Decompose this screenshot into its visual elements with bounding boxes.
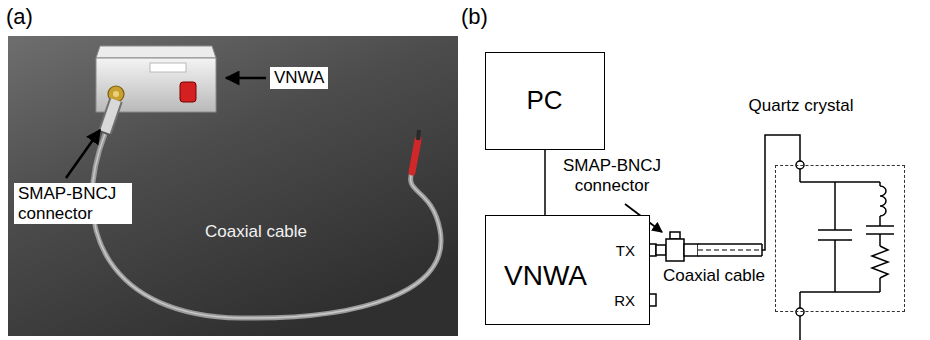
connector-symbol: [670, 232, 680, 239]
box-title: PC: [526, 86, 562, 116]
wire: [879, 216, 881, 226]
capacitor-symbol: [818, 229, 852, 231]
connector-symbol: [684, 244, 698, 256]
wire: [800, 181, 880, 183]
callout-label: SMAP-BNCJ connector: [14, 183, 132, 224]
bnc-adapter: [105, 100, 116, 132]
vnwa-housing-top: [96, 46, 216, 58]
wire: [800, 291, 880, 293]
cable-tip: [418, 130, 419, 140]
panel-label: (a): [6, 4, 33, 29]
component-heading: Quartz crystal: [749, 96, 854, 116]
callout-label: VNWA: [270, 67, 328, 89]
wire: [834, 240, 836, 292]
coaxial-cable-photo: [92, 134, 441, 318]
port-name: RX: [614, 292, 635, 309]
wire: [834, 182, 836, 230]
wire-connector: [544, 150, 546, 215]
crystal-region: Quartz crystal: [775, 165, 905, 312]
wire: [879, 278, 881, 292]
cable-highlight: [92, 134, 441, 318]
callout-label: SMAP-BNCJ connector: [556, 156, 668, 195]
bnc-adapter-outline: [105, 100, 116, 132]
terminal: [796, 308, 804, 316]
wire: [879, 234, 881, 246]
wire-connector: [650, 135, 800, 250]
photo-background: [8, 36, 458, 336]
cable-shield: [698, 243, 762, 245]
wire: [799, 169, 801, 182]
leader-arrow: [66, 130, 100, 178]
panel-label: (b): [461, 4, 488, 29]
cable-body: [698, 244, 762, 256]
cable-core: [698, 249, 762, 250]
connector-symbol: [656, 245, 666, 255]
callout-label: Coaxial cable: [205, 222, 307, 242]
housing-plate: [150, 63, 186, 72]
leader-arrow: [226, 77, 266, 80]
wire: [799, 316, 801, 340]
red-connector: [180, 82, 196, 102]
box-title: VNWA: [504, 260, 587, 292]
sma-connector-pin: [113, 91, 119, 97]
instrument-box: VNWA TX RX: [485, 215, 650, 325]
inductor-symbol: [880, 186, 886, 216]
port-name: TX: [616, 242, 635, 259]
cable-shield: [698, 255, 762, 257]
capacitor-symbol: [866, 225, 894, 227]
resistor-symbol: [872, 246, 888, 278]
wire: [799, 292, 801, 308]
connector-symbol: [666, 239, 684, 261]
callout-label: Coaxial cable: [663, 266, 765, 286]
red-sleeve: [412, 140, 418, 172]
computer-box: PC: [485, 52, 605, 150]
